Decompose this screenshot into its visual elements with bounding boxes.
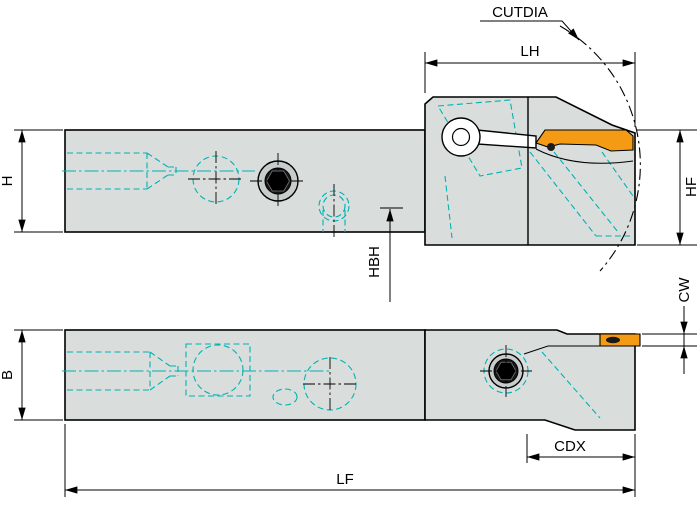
dim-cutdia: CUTDIA [480, 4, 580, 41]
insert-seat-curve [535, 148, 634, 164]
cutdia-leader [480, 20, 580, 41]
insert-hole [606, 336, 620, 344]
insert-plan [599, 333, 641, 347]
dim-hf: HF [637, 129, 700, 246]
insert-side [535, 129, 634, 164]
side-view [62, 25, 641, 272]
coolant-nozzle [441, 117, 537, 157]
dim-hbh: HBH [366, 207, 403, 302]
tapped-hole-hidden [318, 184, 350, 238]
dim-h-label: H [0, 176, 16, 187]
dim-b: B [0, 329, 63, 421]
cutdia-arc [559, 25, 641, 272]
dim-lh-label: LH [520, 43, 539, 60]
side-view-shank [64, 129, 426, 233]
dim-b-label: B [0, 370, 16, 380]
dim-hf-label: HF [683, 177, 700, 197]
dim-lh: LH [424, 43, 636, 127]
cross-hole-hidden [188, 151, 244, 207]
dim-cutdia-label: CUTDIA [492, 4, 548, 21]
dim-lf: LF [64, 424, 635, 497]
dim-cw-label: CW [676, 277, 693, 303]
dim-h: H [0, 129, 63, 233]
plan-view [62, 329, 641, 431]
insert-pivot [547, 143, 555, 151]
dim-cw: CW [642, 277, 697, 374]
coolant-channel-hidden [62, 152, 255, 190]
plan-view-shank [64, 329, 426, 421]
dim-cdx-label: CDX [554, 438, 586, 455]
dim-hbh-label: HBH [366, 246, 383, 278]
plan-hidden-details [62, 343, 601, 419]
dim-cdx: CDX [526, 434, 636, 497]
plan-view-head [424, 329, 636, 431]
clamp-screw-plan [480, 345, 532, 397]
clamp-screw-side [250, 153, 306, 209]
dim-lf-label: LF [336, 471, 354, 488]
